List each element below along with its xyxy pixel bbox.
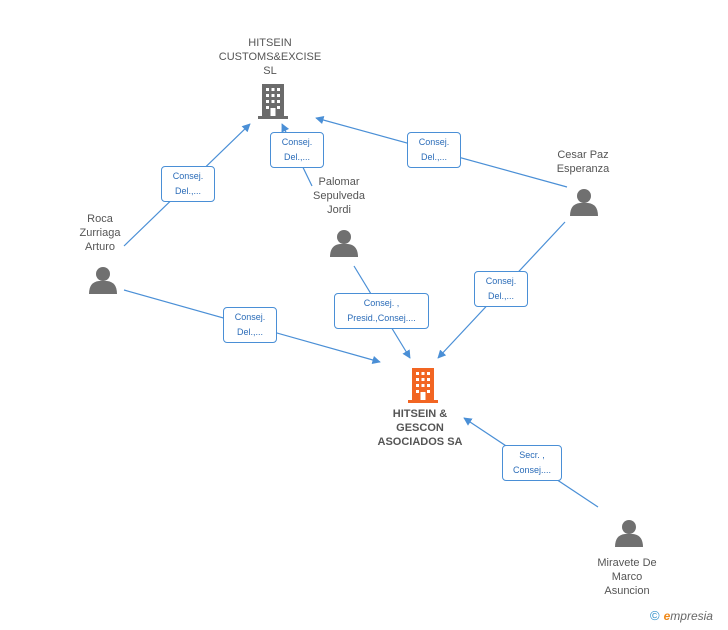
- label-line: HITSEIN &: [392, 408, 448, 420]
- brand-logo-e: e: [663, 609, 671, 623]
- label-line: GESCON: [396, 422, 444, 434]
- edge-label-palomar-customs[interactable]: Consej. Del.,...: [270, 132, 324, 168]
- node-label-palomar[interactable]: Palomar Sepulveda Jordi: [294, 175, 384, 217]
- copyright-symbol: ©: [650, 608, 660, 623]
- edge-label-line: Consej....: [512, 465, 552, 475]
- edge-label-line: Presid.,Consej....: [347, 313, 416, 323]
- label-line: Asuncion: [604, 585, 650, 597]
- edge-label-line: Consej.: [281, 137, 313, 147]
- edge-label-line: Del.,...: [236, 327, 263, 337]
- person-icon[interactable]: [615, 520, 643, 547]
- node-label-cesar[interactable]: Cesar Paz Esperanza: [533, 148, 633, 176]
- edge-label-line: Del.,...: [283, 152, 310, 162]
- label-line: Sepulveda: [313, 190, 365, 202]
- label-line: SL: [263, 65, 277, 77]
- node-label-main-company[interactable]: HITSEIN & GESCON ASOCIADOS SA: [360, 407, 480, 449]
- empresia-credit[interactable]: ©empresia: [650, 608, 713, 623]
- label-line: Marco: [611, 571, 643, 583]
- edge-label-miravete-main[interactable]: Secr. , Consej....: [502, 445, 562, 481]
- edge-label-line: Secr. ,: [519, 450, 545, 460]
- edge-label-palomar-main[interactable]: Consej. , Presid.,Consej....: [334, 293, 429, 329]
- label-line: Palomar: [318, 176, 360, 188]
- label-line: HITSEIN: [248, 37, 292, 49]
- edge-label-line: Consej.: [234, 312, 266, 322]
- edge-label-cesar-main[interactable]: Consej. Del.,...: [474, 271, 528, 307]
- edge-label-roca-customs[interactable]: Consej. Del.,...: [161, 166, 215, 202]
- edge-label-line: Del.,...: [487, 291, 514, 301]
- person-icon[interactable]: [89, 267, 117, 294]
- building-icon[interactable]: [408, 368, 438, 403]
- edge-label-line: Del.,...: [174, 186, 201, 196]
- edge-label-line: Del.,...: [420, 152, 447, 162]
- label-line: CUSTOMS&EXCISE: [218, 51, 322, 63]
- edge-label-roca-main[interactable]: Consej. Del.,...: [223, 307, 277, 343]
- label-line: Miravete De: [597, 557, 657, 569]
- person-icon[interactable]: [330, 230, 358, 257]
- label-line: Esperanza: [556, 163, 610, 175]
- label-line: ASOCIADOS SA: [377, 436, 463, 448]
- building-icon[interactable]: [258, 84, 288, 119]
- node-label-roca[interactable]: Roca Zurriaga Arturo: [55, 212, 145, 254]
- label-line: Zurriaga: [79, 227, 121, 239]
- label-line: Roca: [87, 213, 113, 225]
- person-icon[interactable]: [570, 189, 598, 216]
- label-line: Cesar Paz: [557, 149, 609, 161]
- edge-label-line: Consej.: [418, 137, 450, 147]
- edge-label-line: Consej.: [485, 276, 517, 286]
- label-line: Jordi: [327, 204, 351, 216]
- brand-logo-text: mpresia: [670, 609, 713, 623]
- node-label-miravete[interactable]: Miravete De Marco Asuncion: [577, 556, 677, 598]
- edge-label-cesar-customs[interactable]: Consej. Del.,...: [407, 132, 461, 168]
- edge-label-line: Consej. ,: [363, 298, 400, 308]
- label-line: Arturo: [85, 241, 115, 253]
- node-label-hitsein-customs[interactable]: HITSEIN CUSTOMS&EXCISE SL: [210, 36, 330, 78]
- edge-label-line: Consej.: [172, 171, 204, 181]
